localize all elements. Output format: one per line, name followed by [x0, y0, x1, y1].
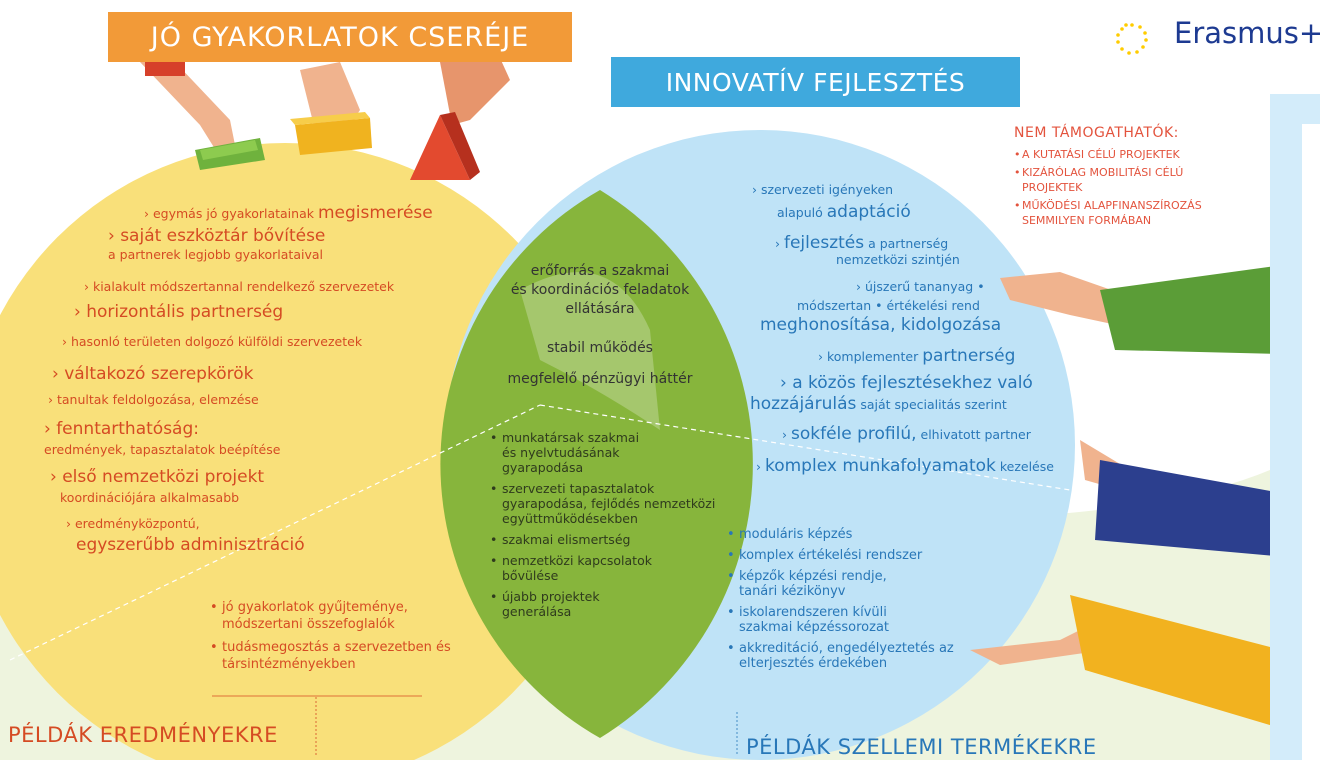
right-item-3-emph: meghonosítása, kidolgozása [760, 315, 1002, 335]
left-item-6: › váltakozó szerepkörök [52, 364, 254, 384]
left-item-10-sub: egyszerűbb adminisztráció [76, 535, 305, 555]
left-item-7: › tanultak feldolgozása, elemzése [48, 392, 259, 407]
left-item-5: › hasonló területen dolgozó külföldi sze… [62, 334, 363, 349]
left-item-2: › saját eszköztár bővítése [108, 226, 326, 246]
highlight-shape [520, 272, 660, 430]
right-item-6-arrow: › [782, 427, 791, 442]
blue-list-item: moduláris képzés [727, 527, 987, 542]
hands-with-blocks-illustration [140, 58, 510, 180]
left-item-3: › kialakult módszertannal rendelkező sze… [84, 279, 395, 294]
right-item-1: › szervezeti igényeken [752, 182, 894, 197]
orange-list-item: jó gyakorlatok gyűjteménye, módszertani … [210, 599, 432, 633]
left-item-9: › első nemzetközi projekt [50, 467, 265, 487]
right-item-3-sub: módszertan • értékelési rend [797, 298, 980, 313]
dashed-line-left [9, 404, 541, 661]
orange-list-item: tudásmegosztás a szervezetben és társint… [210, 639, 472, 673]
footer-results-examples: PÉLDÁK EREDMÉNYEKRE [8, 723, 278, 747]
right-item-7-text: kezelése [995, 459, 1054, 474]
blue-products-list: moduláris képzés komplex értékelési rend… [727, 527, 987, 677]
hands-right-illustration [970, 260, 1320, 740]
right-item-2-sub: nemzetközi szintjén [836, 252, 960, 267]
left-item-8: › fenntarthatóság: [44, 419, 199, 439]
not-supported-box: NEM TÁMOGATHATÓK: A KUTATÁSI CÉLÚ PROJEK… [1014, 126, 1244, 231]
right-item-2-emph: fejlesztés [783, 233, 865, 253]
orange-results-list: jó gyakorlatok gyűjteménye, módszertani … [210, 599, 470, 679]
left-item-2-sub: a partnerek legjobb gyakorlataival [108, 247, 323, 262]
title-tag-innovative-development: INNOVATÍV FEJLESZTÉS [611, 57, 1020, 107]
center-financial-background: megfelelő pénzügyi háttér [507, 371, 693, 387]
not-supported-heading: NEM TÁMOGATHATÓK: [1014, 125, 1179, 141]
erasmus-logo-text: Erasmus+ [1174, 16, 1320, 50]
right-item-5-sub: hozzájárulás saját specialitás szerint [750, 394, 1007, 414]
center-line: ellátására [565, 301, 635, 317]
left-item-10: › eredményközpontú, [66, 516, 200, 531]
blue-list-item: komplex értékelési rendszer [727, 548, 987, 563]
blue-list-item: képzők képzési rendje, tanári kézikönyv [727, 569, 914, 599]
right-item-2-arrow: › [775, 236, 784, 251]
right-item-1-emph: adaptáció [826, 202, 911, 222]
right-item-6-text: elhivatott partner [916, 427, 1031, 442]
right-item-4-emph: partnerség [922, 346, 1016, 366]
center-resource-text: erőforrás a szakmai és koordinációs fela… [480, 262, 720, 319]
left-item-4: › horizontális partnerség [74, 302, 284, 322]
right-item-1-sub: alapuló adaptáció [777, 202, 911, 222]
center-line: és koordinációs feladatok [510, 282, 690, 298]
green-list-item: nemzetközi kapcsolatok bővülése [490, 553, 667, 583]
right-side-panel-inner [1302, 124, 1320, 760]
left-item-1: › egymás jó gyakorlatainak megismerése [144, 203, 433, 223]
green-list-item: munkatársak szakmai és nyelvtudásának gy… [490, 430, 652, 475]
blue-list-item: akkreditáció, engedélyeztetés az elterje… [727, 641, 974, 671]
right-item-2: › fejlesztés a partnerség [775, 233, 948, 253]
right-item-3: › újszerű tananyag • [856, 279, 985, 294]
center-line: erőforrás a szakmai [530, 263, 670, 279]
green-list-item: szakmai elismertség [490, 532, 715, 547]
blue-list-item: iskolarendszeren kívüli szakmai képzésso… [727, 605, 939, 635]
left-item-1-emph: megismerése [317, 203, 433, 223]
not-supported-item: A KUTATÁSI CÉLÚ PROJEKTEK [1014, 147, 1244, 162]
right-item-7-arrow: › [756, 459, 765, 474]
right-item-4: › komplementer partnerség [818, 346, 1015, 366]
left-item-9-sub: koordinációjára alkalmasabb [60, 490, 240, 505]
green-list-item: újabb projektek generálása [490, 589, 642, 619]
left-item-8-sub: eredmények, tapasztalatok beépítése [44, 442, 281, 457]
right-item-7-emph: komplex munkafolyamatok [764, 456, 996, 476]
right-item-4-text: › komplementer [818, 349, 923, 364]
title-tag-good-practices: JÓ GYAKORLATOK CSERÉJE [108, 12, 572, 62]
right-item-7: › komplex munkafolyamatok kezelése [756, 456, 1054, 476]
right-item-2-text: a partnerség [864, 236, 949, 251]
footer-intellectual-products-examples: PÉLDÁK SZELLEMI TERMÉKEKRE [746, 735, 1097, 759]
center-stable-operation: stabil működés [547, 340, 653, 356]
not-supported-item: MŰKÖDÉSI ALAPFINANSZÍROZÁS SEMMILYEN FOR… [1014, 198, 1244, 228]
right-item-5: › a közös fejlesztésekhez való [780, 373, 1033, 393]
right-item-6-emph: sokféle profilú, [790, 424, 917, 444]
green-list-item: szervezeti tapasztalatok gyarapodása, fe… [490, 481, 717, 526]
yellow-circle [0, 143, 607, 760]
right-item-5-emph: hozzájárulás [750, 394, 857, 414]
green-result-list: munkatársak szakmai és nyelvtudásának gy… [490, 430, 715, 625]
not-supported-item: KIZÁRÓLAG MOBILITÁSI CÉLÚ PROJEKTEK [1014, 165, 1244, 195]
eu-stars [1116, 23, 1148, 55]
right-item-5-text: saját specialitás szerint [856, 397, 1007, 412]
right-item-6: › sokféle profilú, elhivatott partner [782, 424, 1031, 444]
right-item-1-text: alapuló [777, 205, 827, 220]
left-item-1-text: › egymás jó gyakorlatainak [144, 206, 318, 221]
